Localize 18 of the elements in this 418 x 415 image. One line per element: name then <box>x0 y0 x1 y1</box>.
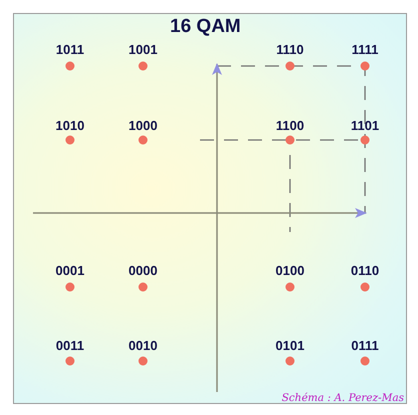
bit-pattern-label: 1000 <box>128 118 158 133</box>
diagram-title: 16 QAM <box>170 16 241 38</box>
bit-pattern-label: 1011 <box>56 42 84 57</box>
bit-pattern-label: 1101 <box>350 118 380 133</box>
bit-pattern-label: 0100 <box>276 263 304 278</box>
bit-pattern-label: 0000 <box>128 263 158 278</box>
bit-pattern-label: 1010 <box>56 118 84 133</box>
bit-pattern-label: 1110 <box>276 42 304 57</box>
bit-pattern-label: 0111 <box>351 338 379 353</box>
bit-pattern-label: 1001 <box>128 42 158 57</box>
bit-pattern-label: 0101 <box>276 338 304 353</box>
credit-caption: Schéma : A. Perez-Mas <box>282 392 404 404</box>
bit-pattern-label: 0010 <box>128 338 158 353</box>
bit-pattern-label: 0001 <box>56 263 84 278</box>
bit-pattern-label: 1100 <box>276 118 304 133</box>
bit-pattern-label: 0110 <box>350 263 380 278</box>
bit-pattern-label: 1111 <box>352 42 378 57</box>
bit-pattern-label: 0011 <box>56 338 84 353</box>
